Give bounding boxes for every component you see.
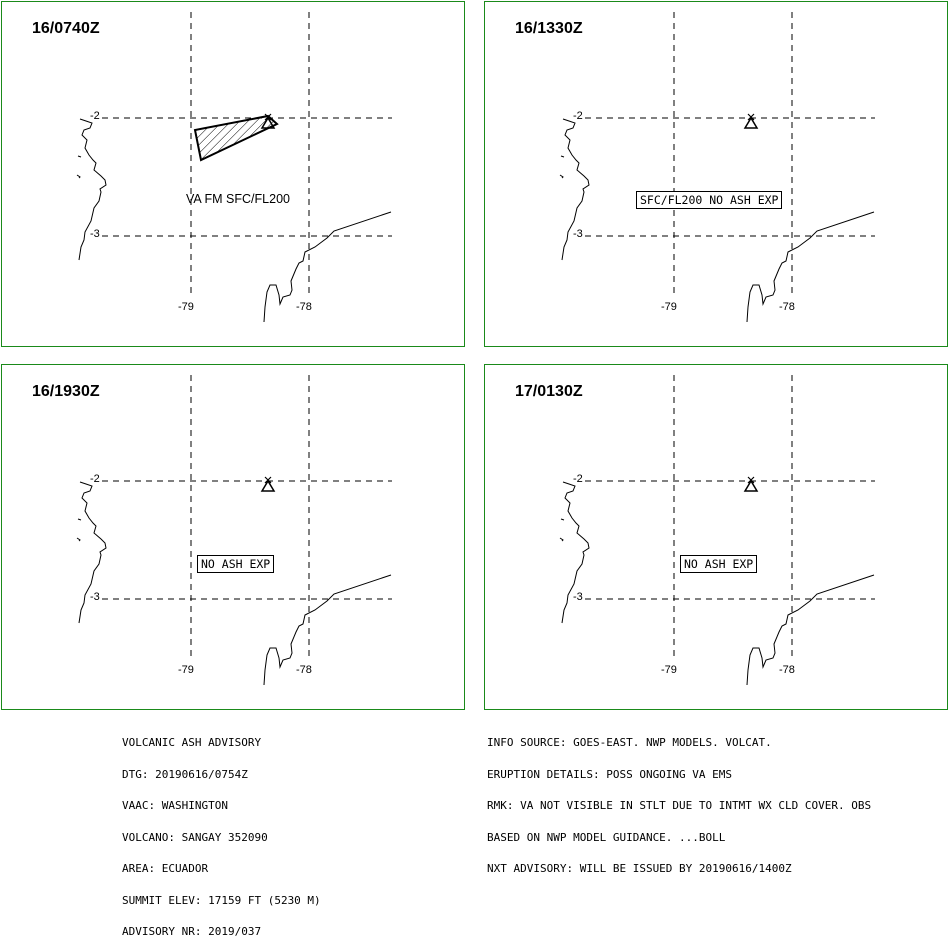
volcano-icon <box>743 113 759 129</box>
forecast-panel: 17/0130Z -2 -3 -79 -78 NO ASH EXP <box>484 364 948 710</box>
coastline <box>78 118 107 261</box>
advisory-left-line: AREA: ECUADOR <box>122 862 209 875</box>
lat-label-top: -2 <box>90 473 100 485</box>
advisory-right-line: RMK: VA NOT VISIBLE IN STLT DUE TO INTMT… <box>487 799 872 812</box>
coastline <box>78 481 107 624</box>
advisory-left-line: SUMMIT ELEV: 17159 FT (5230 M) <box>122 893 321 907</box>
forecast-panel: 16/0740Z -2 -3 -79 -78 VA FM SFC/FL200 <box>1 1 465 347</box>
panel-ash-text: SFC/FL200 NO ASH EXP <box>636 191 783 209</box>
border-line <box>746 574 875 686</box>
lat-label-top: -2 <box>573 110 583 122</box>
forecast-panel: 16/1330Z -2 -3 -79 -78 SFC/FL200 NO ASH EXP <box>484 1 948 347</box>
panel-time: 16/1930Z <box>32 383 100 400</box>
island <box>76 174 81 179</box>
lat-label-bottom: -3 <box>573 228 583 240</box>
advisory-right-line: BASED ON NWP MODEL GUIDANCE. ...BOLL <box>487 830 726 844</box>
panel-ash-text: NO ASH EXP <box>197 555 275 573</box>
advisory-left-line: ADVISORY NR: 2019/037 <box>122 925 262 938</box>
forecast-panel: 16/1930Z -2 -3 -79 -78 NO ASH EXP <box>1 364 465 710</box>
ash-cloud-polygon <box>193 114 279 162</box>
coastline <box>561 481 590 624</box>
advisory-left-line: VOLCANIC ASH ADVISORY <box>122 736 262 749</box>
island <box>559 537 564 542</box>
island <box>76 537 81 542</box>
volcano-icon <box>743 476 759 492</box>
advisory-left: VOLCANIC ASH ADVISORY DTG: 20190616/0754… <box>122 717 321 948</box>
lon-label-right: -78 <box>779 301 795 313</box>
lon-label-left: -79 <box>178 664 194 676</box>
border-line <box>263 574 392 686</box>
advisory-right-line: ERUPTION DETAILS: POSS ONGOING VA EMS <box>487 767 733 781</box>
lat-label-bottom: -3 <box>90 228 100 240</box>
panel-ash-text: VA FM SFC/FL200 <box>186 192 290 206</box>
panel-time: 17/0130Z <box>515 383 583 400</box>
lon-label-right: -78 <box>779 664 795 676</box>
lon-label-left: -79 <box>661 301 677 313</box>
panel-ash-text: NO ASH EXP <box>680 555 758 573</box>
lat-label-top: -2 <box>573 473 583 485</box>
panel-time: 16/0740Z <box>32 20 100 37</box>
border-line <box>263 211 392 323</box>
advisory-right-line: INFO SOURCE: GOES-EAST. NWP MODELS. VOLC… <box>487 736 772 749</box>
volcano-icon <box>260 476 276 492</box>
lon-label-right: -78 <box>296 664 312 676</box>
advisory-left-line: DTG: 20190616/0754Z <box>122 767 248 781</box>
advisory-left-line: VOLCANO: SANGAY 352090 <box>122 830 268 844</box>
island <box>559 174 564 179</box>
panel-time: 16/1330Z <box>515 20 583 37</box>
lon-label-left: -79 <box>178 301 194 313</box>
lat-label-top: -2 <box>90 110 100 122</box>
lon-label-right: -78 <box>296 301 312 313</box>
lat-label-bottom: -3 <box>90 591 100 603</box>
island <box>560 518 565 521</box>
lat-label-bottom: -3 <box>573 591 583 603</box>
advisory-right-line: NXT ADVISORY: WILL BE ISSUED BY 20190616… <box>487 862 792 875</box>
map-canvas <box>76 12 392 323</box>
map-canvas <box>76 375 392 686</box>
border-line <box>746 211 875 323</box>
map-canvas <box>559 375 875 686</box>
map-canvas <box>559 12 875 323</box>
island <box>77 518 82 521</box>
lon-label-left: -79 <box>661 664 677 676</box>
coastline <box>561 118 590 261</box>
island <box>77 155 82 158</box>
island <box>560 155 565 158</box>
advisory-right: INFO SOURCE: GOES-EAST. NWP MODELS. VOLC… <box>487 717 871 885</box>
advisory-left-line: VAAC: WASHINGTON <box>122 799 228 812</box>
